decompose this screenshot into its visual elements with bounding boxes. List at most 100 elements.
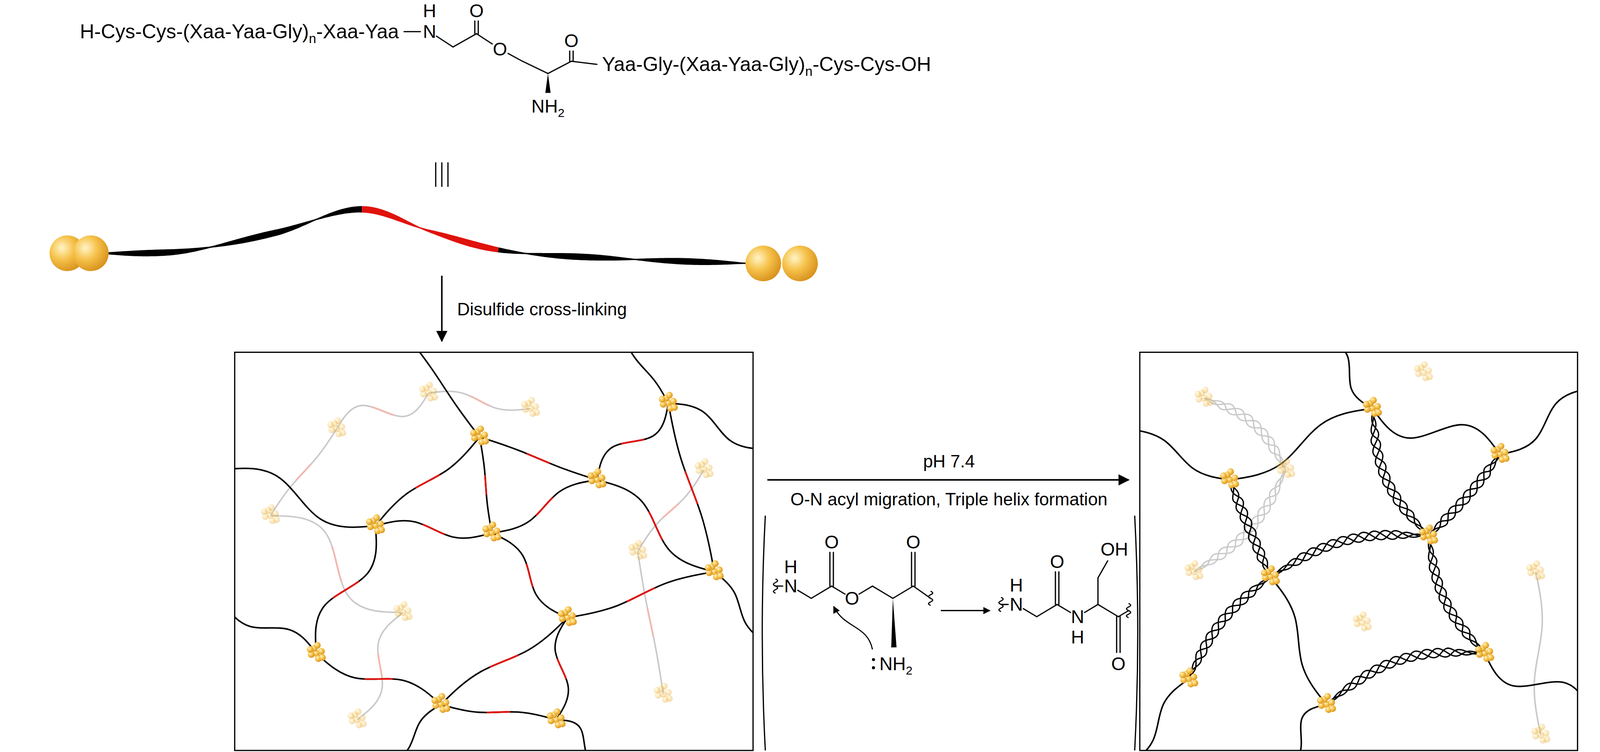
disulfide-cluster bbox=[533, 408, 541, 416]
disulfide-cluster bbox=[639, 545, 647, 553]
disulfide-cluster bbox=[268, 503, 275, 511]
disulfide-cluster bbox=[1475, 645, 1482, 653]
chemical-bond bbox=[892, 585, 914, 598]
process-arrows bbox=[441, 275, 1129, 480]
depsipeptide-segment bbox=[491, 532, 568, 618]
chemical-bond bbox=[404, 31, 421, 33]
disulfide-cluster bbox=[701, 457, 709, 465]
triple-helix-strand bbox=[1203, 398, 1286, 470]
peptide-chain bbox=[1139, 428, 1230, 480]
chemical-bond bbox=[1119, 616, 1121, 653]
depsipeptide-segment bbox=[336, 392, 429, 429]
atom-label: O bbox=[493, 39, 508, 59]
subscript: 2 bbox=[558, 106, 565, 120]
triple-helix-strand bbox=[1428, 453, 1500, 536]
peptide-chain bbox=[1499, 387, 1578, 454]
disulfide-cluster bbox=[1543, 735, 1551, 743]
chemical-bond bbox=[914, 552, 916, 586]
disulfide-cluster bbox=[313, 641, 321, 649]
depsipeptide-segment bbox=[361, 205, 499, 253]
triple-helix-strand bbox=[1203, 398, 1286, 470]
disulfide-cluster bbox=[658, 395, 666, 403]
subscript: 2 bbox=[905, 663, 913, 677]
triple-helix-strand bbox=[1428, 453, 1500, 536]
disulfide-cluster bbox=[1205, 392, 1213, 400]
depsipeptide-segment bbox=[596, 479, 715, 572]
disulfide-cluster bbox=[1431, 536, 1439, 544]
disulfide-cluster bbox=[716, 566, 723, 573]
atom-label: N bbox=[1071, 607, 1085, 626]
process-arrow bbox=[767, 478, 1129, 481]
disulfide-cluster bbox=[1375, 408, 1382, 416]
disulfide-cluster bbox=[1430, 530, 1438, 537]
disulfide-cluster bbox=[430, 387, 438, 395]
parenthesis bbox=[762, 515, 766, 750]
chemical-bond bbox=[1054, 571, 1056, 605]
atom-label: OH bbox=[1100, 539, 1129, 559]
disulfide-cluster bbox=[469, 429, 477, 437]
peptide-chain bbox=[622, 352, 669, 404]
triple-helix-strand bbox=[1229, 479, 1271, 577]
disulfide-cluster bbox=[1191, 679, 1199, 687]
triple-helix-strand bbox=[1229, 479, 1271, 577]
disulfide-cluster bbox=[1191, 560, 1199, 567]
disulfide-cluster bbox=[599, 480, 607, 488]
atom-label: O bbox=[824, 532, 839, 551]
peptide-chain bbox=[336, 392, 429, 429]
disulfide-cluster bbox=[1194, 390, 1202, 398]
chemical-bond bbox=[476, 33, 493, 44]
chemical-bond bbox=[572, 51, 574, 62]
chemical-bond bbox=[1023, 608, 1037, 617]
disulfide-cluster bbox=[1359, 610, 1367, 618]
depsipeptide-segment bbox=[440, 617, 568, 705]
curved-arrow bbox=[833, 605, 873, 649]
disulfide-cluster bbox=[1542, 729, 1550, 736]
disulfide-cluster bbox=[1533, 560, 1541, 567]
equivalence-sign bbox=[441, 162, 443, 187]
disulfide-cluster bbox=[660, 682, 668, 690]
chemical-bond bbox=[1000, 603, 1009, 605]
peptide-chain bbox=[387, 704, 441, 750]
chemical-bond bbox=[1057, 603, 1071, 612]
squiggle-bond bbox=[1126, 603, 1131, 618]
peptide-chain bbox=[1139, 678, 1189, 750]
peptide-structure bbox=[404, 20, 597, 187]
depsipeptide-segment bbox=[270, 515, 404, 613]
disulfide-cluster bbox=[338, 423, 346, 431]
disulfide-cluster bbox=[1184, 564, 1192, 571]
chemical-bond bbox=[508, 53, 523, 62]
disulfide-cluster bbox=[272, 509, 279, 517]
depsipeptide-segment bbox=[668, 402, 715, 572]
triple-helix-strand bbox=[1193, 469, 1286, 572]
process-arrow bbox=[441, 275, 443, 342]
disulfide-cluster bbox=[640, 551, 648, 559]
disulfide-cluster bbox=[1486, 647, 1494, 655]
chemical-bond bbox=[436, 35, 454, 47]
disulfide-cluster bbox=[1329, 704, 1336, 712]
lone-pair bbox=[872, 657, 876, 661]
disulfide-cluster bbox=[306, 645, 314, 653]
peptide-chain bbox=[234, 601, 317, 654]
disulfide-cluster bbox=[1324, 692, 1332, 700]
disulfide-cluster bbox=[273, 516, 281, 523]
triple-helix-strand bbox=[1188, 576, 1271, 679]
disulfide-cluster bbox=[694, 461, 702, 469]
disulfide-cluster bbox=[1328, 698, 1336, 706]
atom-label: N bbox=[1009, 594, 1023, 614]
cysteine-sphere bbox=[782, 245, 819, 282]
disulfide-cluster bbox=[1425, 366, 1433, 374]
depsipeptide-segment bbox=[554, 617, 569, 720]
disulfide-cluster bbox=[1418, 528, 1426, 535]
panel-frame bbox=[1139, 352, 1578, 751]
disulfide-cluster bbox=[317, 647, 325, 655]
triple-helix-strand bbox=[1270, 530, 1429, 577]
disulfide-cluster bbox=[553, 708, 561, 715]
chemical-bond bbox=[911, 552, 913, 586]
peptide-chain bbox=[1275, 704, 1327, 750]
disulfide-cluster bbox=[1196, 572, 1204, 579]
peptide-chain bbox=[234, 467, 376, 527]
disulfide-cluster bbox=[1482, 641, 1490, 649]
chemical-bond bbox=[797, 589, 812, 598]
disulfide-cluster bbox=[670, 397, 677, 405]
disulfide-cluster bbox=[1283, 457, 1291, 465]
